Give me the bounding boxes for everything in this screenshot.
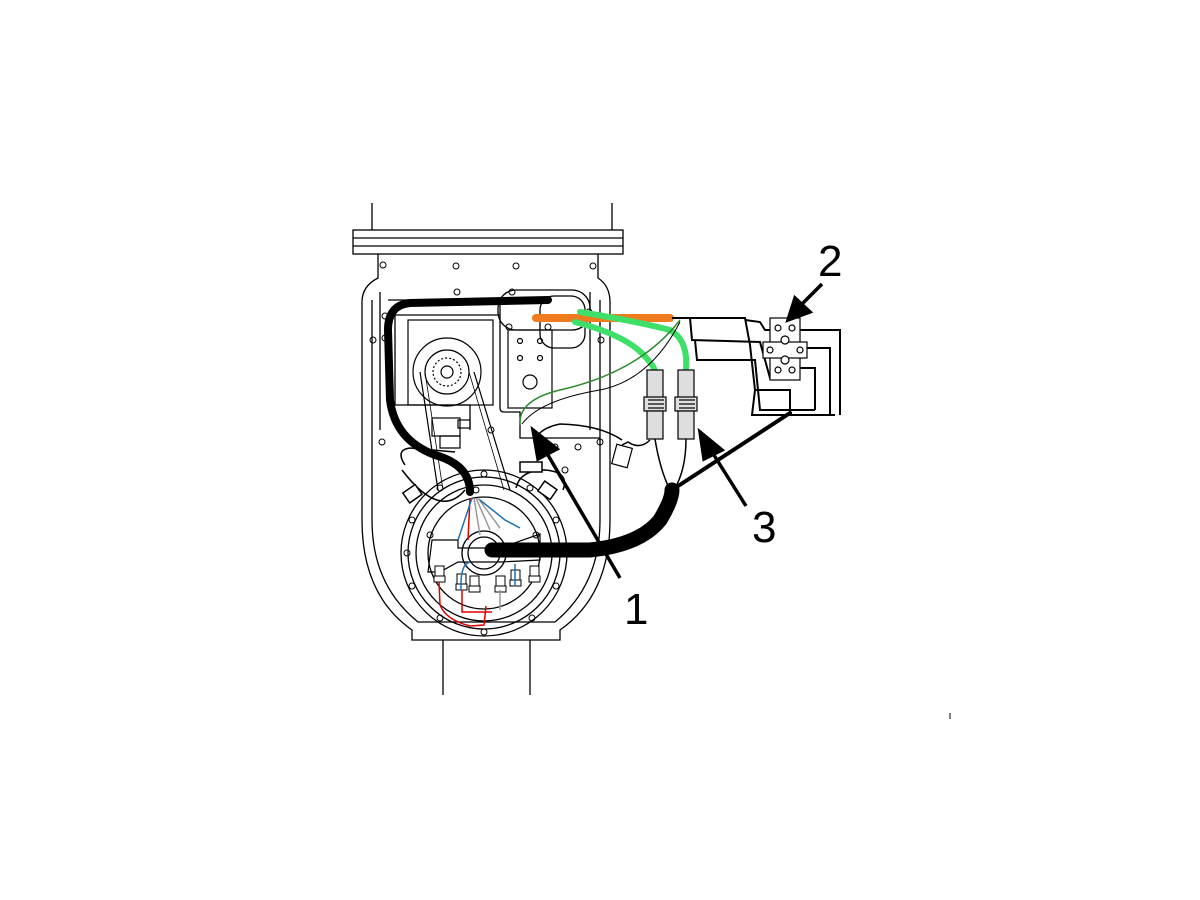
arrow-1-head bbox=[530, 425, 561, 462]
arrow-3-head bbox=[697, 427, 726, 462]
flange-connectors bbox=[433, 565, 541, 593]
callout-label-1: 1 bbox=[624, 585, 648, 634]
callout-label-3: 3 bbox=[752, 503, 776, 552]
upper-arm bbox=[352, 203, 624, 255]
inline-connectors bbox=[643, 369, 698, 440]
arrow-2-head bbox=[785, 294, 814, 323]
internal-wires bbox=[438, 497, 521, 627]
main-cable bbox=[484, 482, 680, 558]
terminal-block bbox=[762, 317, 808, 381]
ground-wire bbox=[519, 319, 681, 426]
main-cable-to-harness bbox=[670, 411, 792, 492]
cable-loop-left bbox=[383, 296, 552, 496]
harness-routing bbox=[672, 317, 841, 416]
ground-wire-2 bbox=[521, 321, 681, 425]
housing-bolts bbox=[369, 261, 605, 474]
left-hoses bbox=[400, 447, 566, 504]
arrow-1-shaft bbox=[543, 449, 622, 579]
callout-label-2: 2 bbox=[818, 237, 842, 286]
arrow-3-shaft bbox=[710, 451, 748, 507]
green-cables bbox=[572, 309, 690, 375]
callout-arrows bbox=[530, 282, 824, 579]
small-plug bbox=[610, 443, 634, 469]
flange-bolts bbox=[403, 470, 566, 636]
motor-pulley bbox=[407, 319, 553, 491]
